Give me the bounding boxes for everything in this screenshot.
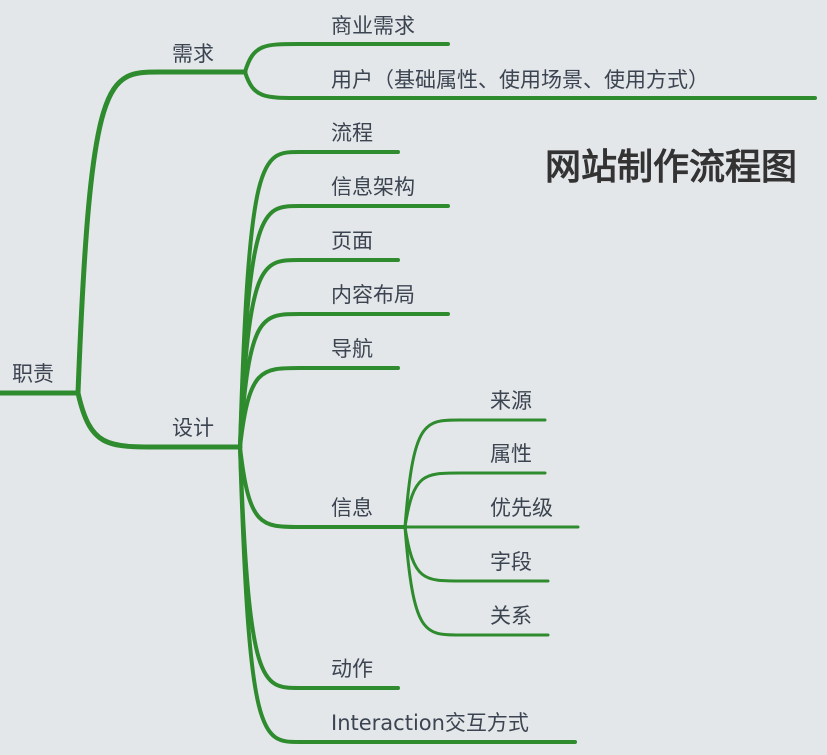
node-interaction[interactable]: Interaction交互方式 — [331, 711, 529, 735]
branch-info-relation — [403, 525, 550, 637]
diagram-title: 网站制作流程图 — [545, 147, 798, 188]
node-need[interactable]: 需求 — [172, 42, 214, 66]
node-layout[interactable]: 内容布局 — [331, 283, 415, 307]
branch-page — [238, 258, 400, 449]
node-ia[interactable]: 信息架构 — [331, 175, 415, 199]
branch-info-source — [403, 418, 547, 529]
node-root[interactable]: 职责 — [12, 362, 54, 386]
branch-interaction — [238, 445, 577, 744]
node-need-business[interactable]: 商业需求 — [331, 14, 415, 38]
node-info-source[interactable]: 来源 — [490, 389, 532, 413]
node-info-field[interactable]: 字段 — [490, 550, 532, 574]
node-nav[interactable]: 导航 — [331, 337, 373, 361]
node-flow[interactable]: 流程 — [331, 121, 373, 145]
branch-layout — [238, 312, 450, 449]
node-info[interactable]: 信息 — [331, 496, 373, 520]
branch-info-field — [403, 525, 550, 583]
branch-info — [238, 445, 407, 529]
branch-nav — [238, 366, 400, 449]
branch-need-user — [243, 70, 817, 100]
branch-design — [75, 390, 243, 450]
node-action[interactable]: 动作 — [331, 657, 373, 681]
node-info-priority[interactable]: 优先级 — [490, 496, 553, 520]
node-design[interactable]: 设计 — [172, 416, 214, 440]
node-info-relation[interactable]: 关系 — [490, 604, 532, 628]
branch-info-attr — [403, 471, 547, 529]
branch-need — [75, 69, 248, 396]
node-page[interactable]: 页面 — [331, 229, 373, 253]
node-info-attr[interactable]: 属性 — [490, 442, 532, 466]
node-need-user[interactable]: 用户（基础属性、使用场景、使用方式） — [331, 68, 709, 92]
branch-need-business — [243, 42, 450, 74]
branch-action — [238, 445, 400, 690]
